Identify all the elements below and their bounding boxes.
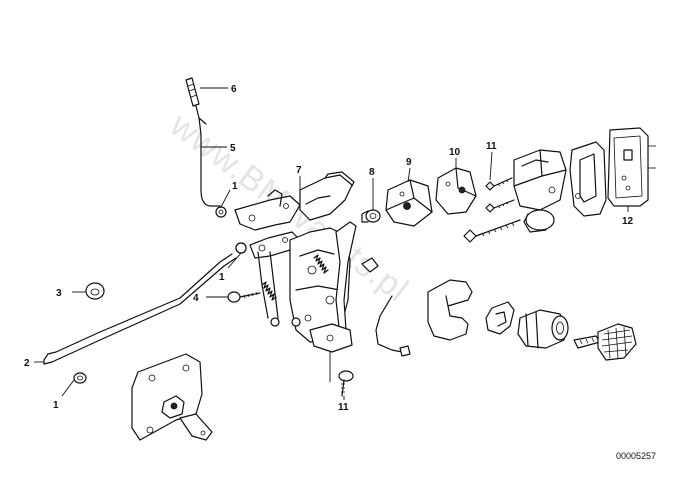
callout-6: 6 [231, 84, 237, 95]
part-1-clip-middle [235, 242, 247, 254]
part-8-spacer [361, 209, 381, 223]
callout-4: 4 [193, 293, 199, 304]
part-11-screws-top [485, 177, 515, 213]
part-7-lock-mechanism [234, 171, 379, 353]
lock-lever [427, 279, 473, 341]
part-12-striker-plate [607, 127, 656, 207]
part-4-screw [227, 291, 261, 303]
callout-12: 12 [622, 216, 634, 227]
callout-1-bottom: 1 [53, 400, 59, 411]
callout-3: 3 [56, 288, 62, 299]
callout-1-top: 1 [232, 181, 238, 192]
long-screw [463, 219, 521, 243]
part-5-lock-rod [195, 105, 221, 207]
part-3-grommet [85, 282, 105, 300]
leader-lines [34, 87, 629, 400]
striker-loop [569, 141, 607, 217]
callout-1-middle: 1 [219, 272, 225, 283]
callout-8: 8 [369, 167, 375, 178]
lock-cylinder [517, 309, 569, 349]
striker-bracket [513, 149, 567, 233]
callout-9: 9 [406, 157, 412, 168]
callout-11-bottom: 11 [338, 402, 349, 413]
callout-labels: 6 5 1 7 8 9 10 11 12 1 3 4 2 1 11 [24, 84, 634, 413]
callout-11-top: 11 [486, 141, 497, 152]
callout-7: 7 [296, 165, 302, 176]
callout-2: 2 [24, 358, 30, 369]
part-10-cam-plate [435, 167, 477, 215]
callout-5: 5 [230, 143, 236, 154]
callout-10: 10 [449, 147, 461, 158]
part-1-clip-top [215, 206, 227, 218]
retainer-clip [485, 301, 515, 335]
part-9-cam-block [385, 179, 433, 227]
part-1-clip-bottom [73, 372, 87, 384]
wire-link [375, 295, 411, 357]
part-2-long-rod [43, 253, 237, 365]
part-6-lock-knob [185, 77, 200, 107]
part-11-screw-bottom [338, 370, 354, 397]
reference-number: 00005257 [616, 451, 656, 461]
mounting-plate [131, 353, 213, 441]
key [573, 323, 637, 361]
